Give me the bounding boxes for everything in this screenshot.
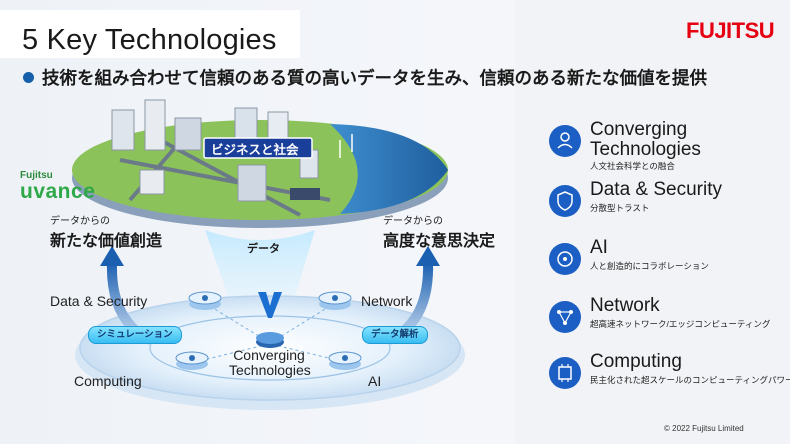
node-converging-line1: Converging [233, 347, 305, 363]
tech-name-converging: Converging Technologies [590, 120, 701, 160]
node-data-security: Data & Security [50, 293, 148, 309]
tech-name-line1: Converging [590, 119, 688, 140]
right-caption-small: データからの [383, 216, 443, 227]
v-emblem [258, 292, 282, 318]
tech-item-computing: Computing 民主化された超スケールのコンピューティングパワー [548, 351, 790, 404]
node-dishes [175, 291, 362, 370]
computing-icon [549, 357, 581, 389]
copyright: © 2022 Fujitsu Limited [664, 424, 744, 433]
bullet-icon [23, 72, 34, 83]
node-converging-line2: Technologies [229, 362, 311, 378]
converging-icon [549, 125, 581, 157]
node-computing: Computing [74, 373, 142, 389]
ai-icon [549, 243, 581, 275]
tech-sub-data-security: 分散型トラスト [590, 203, 650, 213]
tech-sub-computing: 民主化された超スケールのコンピューティングパワー [590, 375, 790, 385]
page-title: 5 Key Technologies [22, 24, 277, 56]
title-box: 5 Key Technologies [0, 10, 300, 58]
right-caption-big: 高度な意思決定 [383, 233, 496, 250]
security-icon [549, 185, 581, 217]
node-converging: Converging Technologies [229, 347, 311, 378]
tech-name-ai: AI [590, 237, 608, 258]
tech-item-data-security: Data & Security 分散型トラスト [548, 180, 788, 232]
tech-item-converging: Converging Technologies 人文社会科学との融合 [548, 120, 788, 172]
tech-name-network: Network [590, 295, 660, 316]
uvance-fujitsu-text: Fujitsu [20, 170, 53, 181]
uvance-logo-text: uvance [20, 180, 96, 203]
fujitsu-logo: FUJITSU [686, 18, 775, 43]
tech-item-network: Network 超高速ネットワーク/エッジコンピューティング [548, 296, 788, 348]
tech-name-line2: Technologies [590, 139, 701, 160]
left-caption-big: 新たな価値創造 [50, 233, 163, 250]
subtitle: 技術を組み合わせて信頼のある質の高いデータを生み、信頼のある新たな価値を提供 [42, 68, 707, 88]
tech-sub-network: 超高速ネットワーク/エッジコンピューティング [590, 319, 771, 329]
left-caption-small: データからの [50, 216, 110, 227]
tech-sub-ai: 人と創造的にコラボレーション [590, 261, 709, 271]
city-disc [72, 99, 448, 228]
network-icon [549, 301, 581, 333]
pill-simulation: シミュレーション [88, 326, 182, 344]
tech-name-data-security: Data & Security [590, 179, 722, 200]
business-label: ビジネスと社会 [211, 143, 299, 157]
tech-item-ai: AI 人と創造的にコラボレーション [548, 238, 788, 290]
tech-sub-converging: 人文社会科学との融合 [590, 161, 675, 171]
pill-data-analysis: データ解析 [362, 326, 428, 344]
tech-name-computing: Computing [590, 351, 682, 372]
node-ai: AI [368, 373, 382, 389]
business-label-box [203, 137, 313, 159]
node-network: Network [361, 293, 413, 309]
data-label: データ [247, 243, 280, 255]
